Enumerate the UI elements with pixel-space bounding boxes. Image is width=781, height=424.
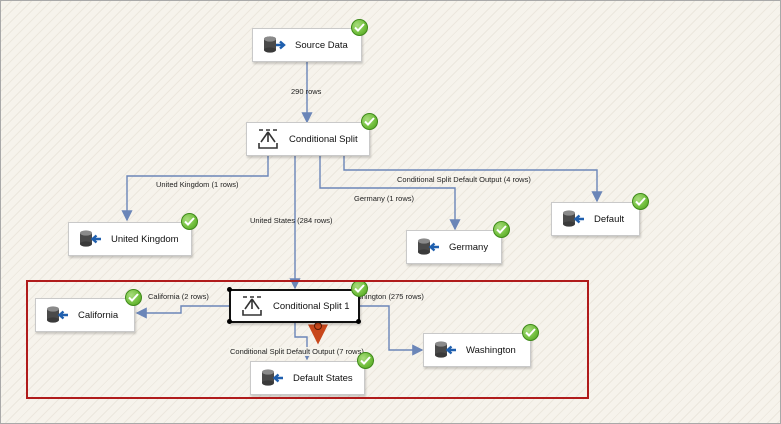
path-label-germany: Germany (1 rows) [354, 194, 415, 203]
united-kingdom-node[interactable]: United Kingdom [68, 222, 192, 256]
node-label: United Kingdom [111, 233, 179, 245]
green-check-icon [493, 221, 510, 238]
resize-handle-bottom-left[interactable] [227, 319, 232, 324]
node-label: Source Data [295, 39, 348, 51]
california-node[interactable]: California [35, 298, 135, 332]
path-split1-to-washington[interactable] [359, 305, 424, 356]
database-arrow-left-icon [560, 208, 588, 230]
database-arrow-left-icon [415, 236, 443, 258]
green-check-icon [632, 193, 649, 210]
node-label: Default States [293, 372, 353, 384]
path-split-to-default[interactable] [343, 156, 603, 203]
green-check-icon [361, 113, 378, 130]
node-label: Germany [449, 241, 489, 253]
conditional-split-icon [255, 128, 283, 150]
green-check-icon [351, 280, 368, 297]
green-check-icon [357, 352, 374, 369]
database-arrow-left-icon [44, 304, 72, 326]
resize-handle-bottom-right[interactable] [356, 319, 361, 324]
washington-node[interactable]: Washington [423, 333, 531, 367]
green-check-icon [351, 19, 368, 36]
path-split-to-uk[interactable] [121, 156, 269, 222]
node-label: Default [594, 213, 625, 225]
database-arrow-right-icon [261, 34, 289, 56]
path-label-california: California (2 rows) [148, 292, 209, 301]
source-data-node[interactable]: Source Data [252, 28, 362, 62]
path-label-source-to-split: 290 rows [291, 87, 322, 96]
green-check-icon [125, 289, 142, 306]
conditional-split-1-node[interactable]: Conditional Split 1 [229, 289, 360, 323]
path-split-to-germany[interactable] [319, 156, 461, 231]
node-label: Washington [466, 344, 516, 356]
conditional-split-node[interactable]: Conditional Split [246, 122, 370, 156]
path-split1-to-california[interactable] [135, 305, 229, 319]
path-label-default: Conditional Split Default Output (4 rows… [397, 175, 531, 184]
node-label: California [78, 309, 119, 321]
green-check-icon [522, 324, 539, 341]
green-check-icon [181, 213, 198, 230]
path-label-washington: shington (275 rows) [358, 292, 424, 301]
error-output-handle[interactable] [314, 322, 322, 330]
node-label: Conditional Split 1 [273, 300, 350, 312]
node-label: Conditional Split [289, 133, 358, 145]
resize-handle-top-left[interactable] [227, 287, 232, 292]
path-label-uk: United Kingdom (1 rows) [156, 180, 239, 189]
database-arrow-left-icon [259, 367, 287, 389]
path-label-default-states: Conditional Split Default Output (7 rows… [229, 347, 365, 356]
germany-node[interactable]: Germany [406, 230, 502, 264]
database-arrow-left-icon [432, 339, 460, 361]
database-arrow-left-icon [77, 228, 105, 250]
default-node[interactable]: Default [551, 202, 640, 236]
path-label-us: United States (284 rows) [250, 216, 333, 225]
conditional-split-icon [239, 295, 267, 317]
default-states-node[interactable]: Default States [250, 361, 365, 395]
